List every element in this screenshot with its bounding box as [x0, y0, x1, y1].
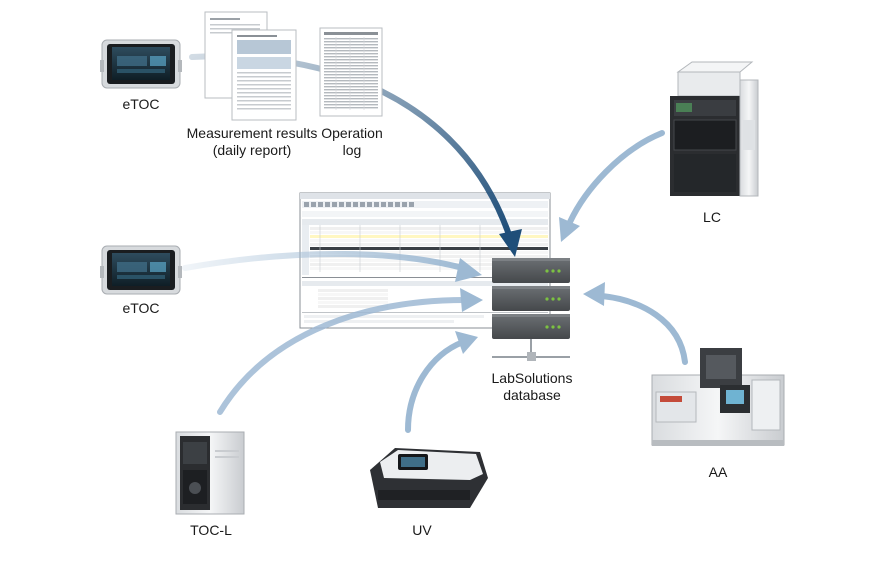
report-document-icon [204, 11, 297, 121]
operation-log-document-icon [319, 27, 383, 117]
lc-label: LC [692, 209, 732, 226]
etoc-instrument-icon [100, 245, 182, 295]
database-line2: database [503, 387, 561, 403]
etoc-mid-label: eTOC [108, 300, 174, 317]
atomic-absorption-icon [651, 348, 785, 446]
lc-label-text: LC [703, 209, 721, 225]
operation-log-line2: log [342, 142, 362, 158]
arrow-etoc-to-database [182, 251, 482, 282]
etoc-top-label: eTOC [108, 96, 174, 113]
uv-label: UV [402, 522, 442, 539]
operation-log-label: Operation log [314, 125, 390, 159]
liquid-chromatograph-icon [670, 61, 759, 197]
uv-label-text: UV [412, 522, 432, 538]
arrow-aa-to-database [583, 282, 688, 365]
measurement-results-line1: Measurement results [186, 125, 318, 141]
etoc-mid-label-text: eTOC [122, 300, 160, 316]
operation-log-line1: Operation [321, 125, 383, 141]
arrow-lc-to-database [559, 130, 665, 242]
measurement-results-label: Measurement results (daily report) [178, 125, 326, 159]
etoc-instrument-icon [100, 39, 182, 89]
aa-label: AA [698, 464, 738, 481]
database-label: LabSolutions database [476, 370, 588, 404]
etoc-top-label-text: eTOC [122, 96, 160, 112]
uv-spectrophotometer-icon [370, 448, 488, 508]
toc-l-label-text: TOC-L [190, 522, 232, 538]
measurement-results-line2: (daily report) [212, 142, 292, 158]
server-stack-icon [492, 258, 570, 361]
toc-l-label: TOC-L [176, 522, 246, 539]
aa-label-text: AA [708, 464, 728, 480]
arrow-uv-to-database [405, 331, 478, 433]
database-line1: LabSolutions [491, 370, 573, 386]
toc-analyzer-icon [175, 431, 245, 515]
arrow-toc-l-to-database [217, 288, 483, 415]
